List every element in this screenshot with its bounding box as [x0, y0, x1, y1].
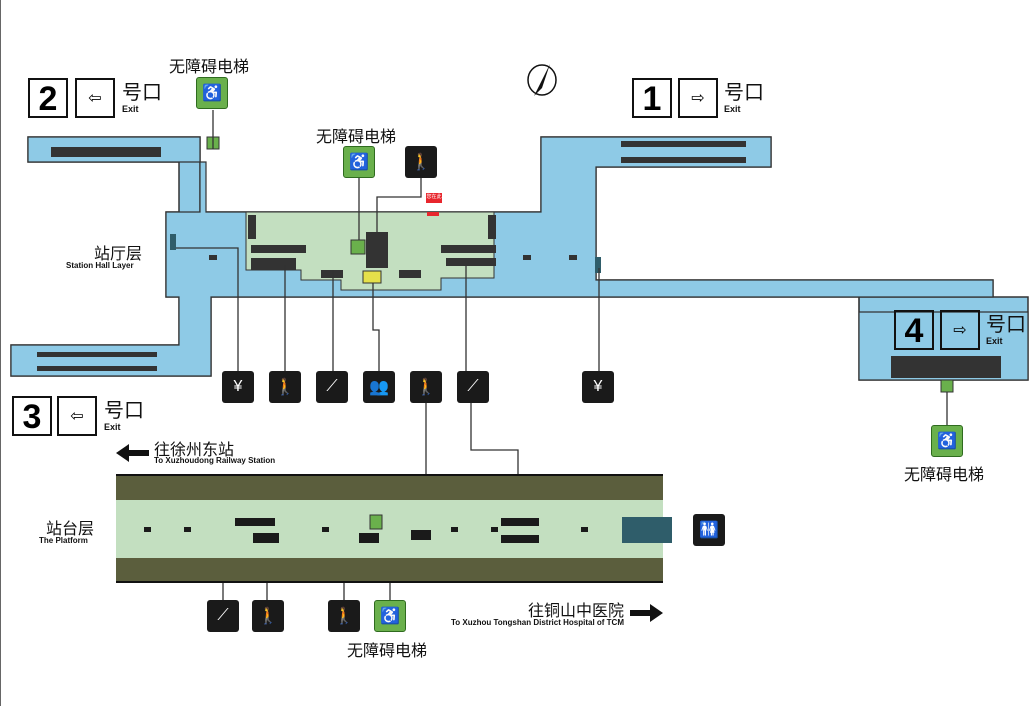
elevator-label: 无障碍电梯 — [347, 641, 428, 660]
exit-3-number: 3 — [12, 396, 52, 436]
exit-icon: ⇨ — [940, 310, 980, 350]
exit-4-en: Exit — [986, 336, 1003, 346]
ticket-machine-icon: ¥ — [582, 371, 614, 403]
compass-icon — [527, 64, 557, 96]
exit-1-label: 号口 — [724, 80, 764, 104]
exit-2-en: Exit — [122, 104, 139, 114]
escalator-icon: ⟋ — [207, 600, 239, 632]
platform-label-en: The Platform — [39, 536, 88, 545]
exit-2-label: 号口 — [122, 80, 162, 104]
elevator-icon: ♿ — [374, 600, 406, 632]
restroom-icon: 🚻 — [693, 514, 725, 546]
stairs-icon: 🚶 — [328, 600, 360, 632]
exit-icon: ⇦ — [57, 396, 97, 436]
you-are-here-label: 您在此 — [426, 194, 442, 200]
escalators-hall — [37, 141, 1001, 378]
elevator-icon: ♿ — [343, 146, 375, 178]
direction-right-en: To Xuzhou Tongshan District Hospital of … — [450, 618, 624, 627]
elevator-icon: ♿ — [931, 425, 963, 457]
escalator-icon: ⟋ — [316, 371, 348, 403]
stairs-icon: 🚶 — [269, 371, 301, 403]
stairs-icon: 🚶 — [410, 371, 442, 403]
exit-4-label: 号口 — [986, 312, 1026, 336]
escalator-icon: ⟋ — [457, 371, 489, 403]
elevator-label: 无障碍电梯 — [169, 57, 250, 76]
direction-left-label: 往徐州东站 — [154, 440, 235, 459]
exit-3-en: Exit — [104, 422, 121, 432]
direction-right-label: 往铜山中医院 — [527, 601, 624, 620]
elevator-label: 无障碍电梯 — [316, 127, 397, 146]
platform-label: 站台层 — [46, 519, 95, 538]
stairs-icon: 🚶 — [405, 146, 437, 178]
exit-4-number: 4 — [894, 310, 934, 350]
platform — [116, 474, 672, 583]
elevator-icon: ♿ — [196, 77, 228, 109]
service-center-icon: 👥 — [363, 371, 395, 403]
exit-icon: ⇨ — [678, 78, 718, 118]
ticket-machine-icon: ¥ — [222, 371, 254, 403]
hall-label: 站厅层 — [94, 244, 143, 263]
exit-2-number: 2 — [28, 78, 68, 118]
arrows — [116, 444, 663, 622]
you-are-here-marker — [426, 193, 442, 203]
exit-1-number: 1 — [632, 78, 672, 118]
stairs-icon: 🚶 — [252, 600, 284, 632]
elevator-label: 无障碍电梯 — [904, 465, 985, 484]
exit-3-label: 号口 — [104, 398, 144, 422]
direction-left-en: To Xuzhoudong Railway Station — [154, 456, 276, 465]
exit-1-en: Exit — [724, 104, 741, 114]
exit-icon: ⇦ — [75, 78, 115, 118]
hall-label-en: Station Hall Layer — [66, 261, 134, 270]
